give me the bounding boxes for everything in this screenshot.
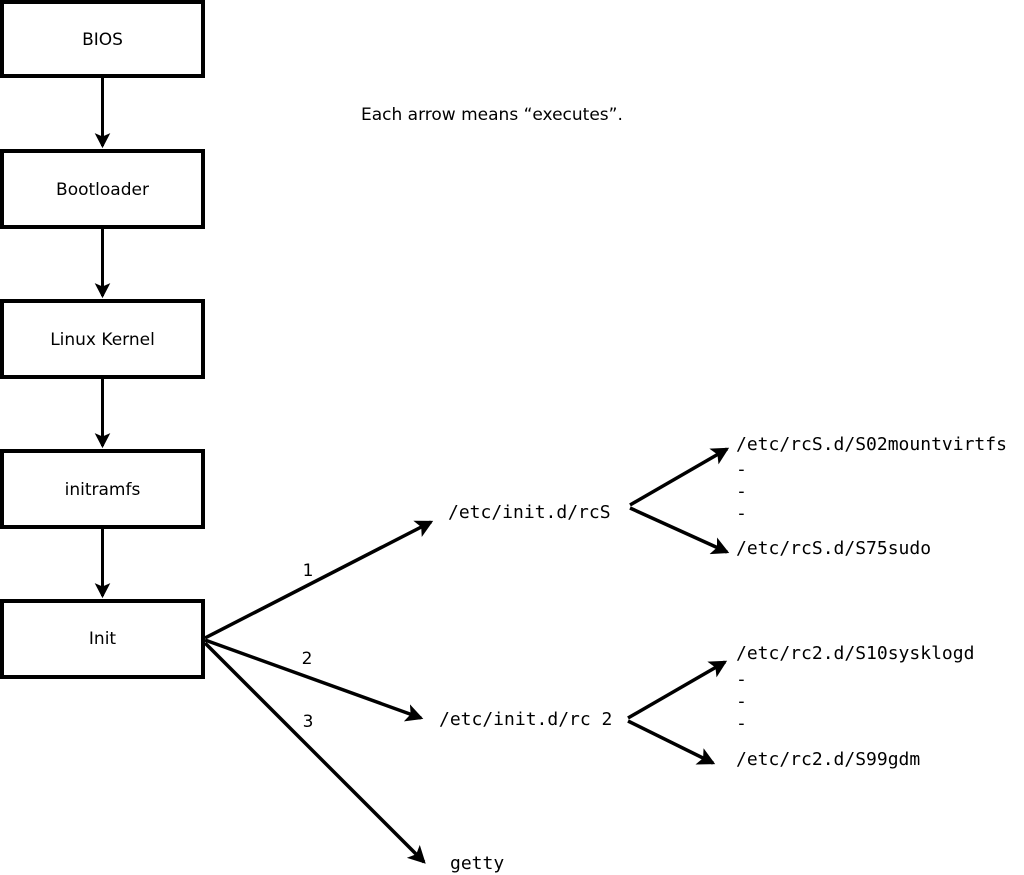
branch-arrow-1 [204,520,434,640]
legend-note: Each arrow means “executes”. [361,105,623,125]
box-init-label: Init [89,629,117,649]
branch-number-1: 1 [303,561,314,581]
branch-number-3: 3 [303,712,314,732]
box-initramfs[interactable]: initramfs [0,449,205,529]
rc2-first-arrow [627,660,728,720]
rc2-script-last: /etc/rc2.d/S99gdm [736,749,920,770]
branch-number-2: 2 [302,649,313,669]
box-init-rect [0,599,205,679]
rc2-ellipsis-dash-3: - [736,713,747,734]
branch-arrow-3 [203,641,426,864]
box-bootloader[interactable]: Bootloader [0,149,205,229]
rcs-ellipsis-dash-1: - [736,459,747,480]
branch-arrow-2 [204,638,424,722]
box-kernel-rect [0,299,205,379]
rcs-script-last: /etc/rcS.d/S75sudo [736,538,931,559]
rc2-last-arrow [627,719,716,765]
box-bootloader-rect [0,149,205,229]
branch-arrow-3-line [203,641,426,864]
branch-label-rc2: /etc/init.d/rc 2 [439,709,612,730]
box-init[interactable]: Init [0,599,205,679]
rc2-ellipsis-dash-1: - [736,669,747,690]
box-bios[interactable]: BIOS [0,0,205,78]
rc2-scripts-fanout [627,660,728,765]
branch-arrow-1-line [204,520,434,640]
branch-label-getty: getty [450,853,504,874]
rcs-script-first: /etc/rcS.d/S02mountvirtfs [736,434,1007,455]
box-bios-rect [0,0,205,78]
branch-arrow-2-line [204,638,424,722]
rcs-ellipsis-dash-3: - [736,503,747,524]
box-kernel-label: Linux Kernel [50,330,155,350]
rc2-script-first: /etc/rc2.d/S10sysklogd [736,643,974,664]
rcs-first-arrow [629,447,730,507]
branch-label-rcs: /etc/init.d/rcS [448,502,611,523]
box-kernel[interactable]: Linux Kernel [0,299,205,379]
rcs-last-arrow [629,506,730,555]
box-bootloader-label: Bootloader [56,180,149,200]
rcs-ellipsis-dash-2: - [736,481,747,502]
box-initramfs-label: initramfs [65,480,141,500]
rc2-ellipsis-dash-2: - [736,691,747,712]
rcs-scripts-fanout [629,447,730,555]
box-bios-label: BIOS [82,30,123,50]
